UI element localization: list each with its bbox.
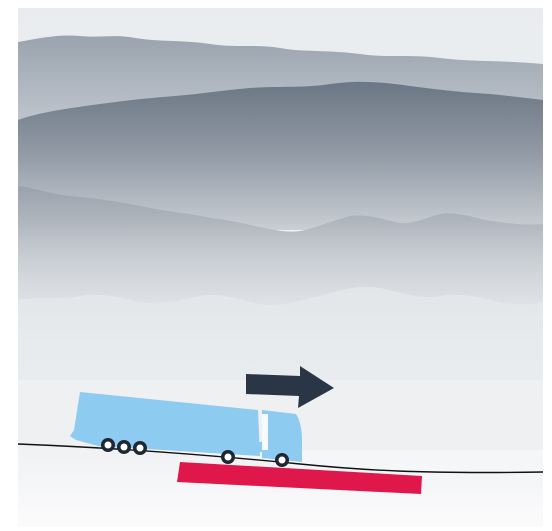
truck-wheel <box>101 438 115 452</box>
truck-wheel <box>133 441 147 455</box>
truck-wheel <box>275 453 289 467</box>
truck-wheel <box>221 450 235 464</box>
truck-cab-window <box>262 414 268 450</box>
truck-wheel <box>117 440 131 454</box>
